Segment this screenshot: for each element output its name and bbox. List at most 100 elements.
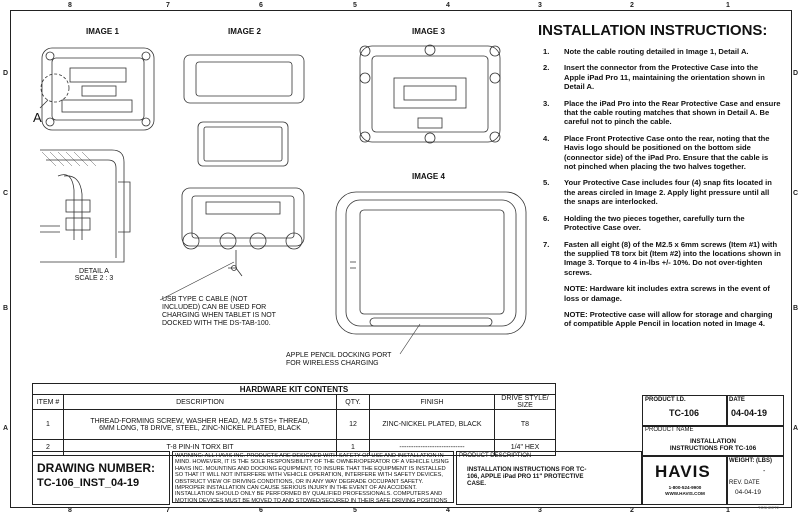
step-number: 5. (543, 178, 550, 188)
weight-label: WEIGHT: (LBS) (729, 458, 772, 464)
table-row: 1 THREAD-FORMING SCREW, WASHER HEAD, M2.… (32, 409, 556, 440)
column-header: ITEM # (32, 394, 64, 410)
instruction-note: NOTE: Protective case will allow for sto… (564, 309, 773, 329)
detail-a-drawing (40, 149, 131, 263)
column-header: DESCRIPTION (63, 394, 337, 410)
zone-top-2: 2 (630, 2, 634, 9)
instructions-title: INSTALLATION INSTRUCTIONS: (538, 22, 768, 39)
usb-callout-line: INCLUDED) CAN BE USED FOR (162, 304, 267, 311)
drawing-number: TC-106_INST_04-19 (37, 477, 140, 489)
zone-right-d: D (793, 70, 799, 77)
step-text: Note the cable routing detailed in Image… (564, 47, 749, 56)
safety-warning: WARNING: ALL HAVIS INC. PRODUCTS ARE DES… (172, 451, 454, 503)
image-1-title: IMAGE 1 (86, 27, 119, 36)
sheet-ref: TCSHEET2 (758, 505, 779, 510)
zone-top-3: 3 (538, 2, 542, 9)
instruction-note: NOTE: Hardware kit includes extra screws… (564, 284, 770, 303)
step-text: Insert the connector from the Protective… (564, 63, 765, 92)
step-text: Place the iPad Pro into the Rear Protect… (564, 98, 781, 127)
rev-date-label: REV. DATE (729, 480, 760, 486)
step-number: 1. (543, 47, 550, 56)
image-1-rear-case-drawing (39, 47, 155, 131)
detail-a-scale: SCALE 2 : 3 (74, 275, 114, 282)
instruction-step: 3. Place the iPad Pro into the Rear Prote… (543, 99, 781, 127)
hardware-kit-caption: HARDWARE KIT CONTENTS (32, 383, 556, 395)
image-2-title: IMAGE 2 (228, 27, 261, 36)
date: 04-04-19 (731, 408, 768, 418)
usb-callout-line: DOCKED WITH THE DS-TAB-100. (162, 320, 271, 327)
instruction-step: 2. Insert the connector from the Protecti… (543, 63, 781, 91)
step-text: Fasten all eight (8) of the M2.5 x 6mm s… (564, 239, 781, 277)
step-number: 3. (543, 98, 550, 108)
step-text: Holding the two pieces together, careful… (564, 213, 745, 233)
zone-right-c: C (793, 190, 799, 197)
product-id: TC-106 (669, 408, 700, 418)
zone-right-a: A (793, 425, 799, 432)
zone-left-c: C (3, 190, 9, 197)
product-name-line: INSTRUCTIONS FOR TC-106 (669, 445, 757, 452)
image-3-title: IMAGE 3 (412, 27, 445, 36)
zone-top-8: 8 (68, 2, 72, 9)
drawing-border (10, 10, 792, 508)
drawing-number-label: DRAWING NUMBER: (37, 461, 155, 475)
step-number: 7. (543, 239, 550, 249)
instructions-list: 1. Note the cable routing detailed in Ima… (543, 47, 781, 336)
product-description-label: PRODUCT DESCRIPTION (459, 453, 532, 459)
zone-bottom-1: 1 (726, 507, 730, 514)
zone-top-7: 7 (166, 2, 170, 9)
rev-date: 04-04-19 (735, 489, 762, 496)
zone-top-5: 5 (353, 2, 357, 9)
zone-bottom-6: 6 (259, 507, 263, 514)
product-id-label: PRODUCT I.D. (645, 397, 686, 403)
weight-rev-box: WEIGHT: (LBS) - REV. DATE 04-04-19 (726, 455, 784, 505)
zone-bottom-7: 7 (166, 507, 170, 514)
step-text: Place Front Protective Case onto the rea… (564, 133, 770, 172)
image-4-front-case-drawing (335, 191, 527, 335)
product-name-label: PRODUCT NAME (645, 427, 694, 433)
zone-right-b: B (793, 305, 799, 312)
pencil-port-callout: APPLE PENCIL DOCKING PORT FOR WIRELESS C… (286, 352, 391, 368)
qty-cell: 12 (336, 409, 370, 440)
description-line: THREAD-FORMING SCREW, WASHER HEAD, M2.5 … (90, 417, 310, 425)
step-number: 6. (543, 213, 550, 223)
usb-cable-callout: USB TYPE C CABLE (NOT INCLUDED) CAN BE U… (162, 296, 276, 328)
instruction-step: 5.Your Protective Case includes four (4)… (543, 178, 781, 206)
product-id-box: PRODUCT I.D. TC-106 (642, 395, 728, 427)
pencil-callout-line: APPLE PENCIL DOCKING PORT (286, 352, 392, 359)
pencil-callout-line: FOR WIRELESS CHARGING (286, 360, 379, 367)
zone-top-6: 6 (259, 2, 263, 9)
zone-top-1: 1 (726, 2, 730, 9)
image-3-screw-locations-drawing (359, 44, 501, 144)
drawing-number-box: DRAWING NUMBER: TC-106_INST_04-19 (32, 451, 170, 505)
product-name: INSTALLATION INSTRUCTIONS FOR TC-106 (643, 438, 783, 452)
finish-cell: ZINC-NICKEL PLATED, BLACK (369, 409, 495, 440)
zone-left-a: A (3, 425, 9, 432)
step-number: 2. (543, 63, 550, 73)
date-label: DATE (729, 397, 745, 403)
detail-a-caption: DETAIL A SCALE 2 : 3 (64, 268, 124, 282)
description-cell: THREAD-FORMING SCREW, WASHER HEAD, M2.5 … (63, 409, 337, 440)
date-box: DATE 04-04-19 (726, 395, 784, 427)
zone-bottom-4: 4 (446, 507, 450, 514)
drive-cell: T8 (494, 409, 556, 440)
column-header: FINISH (369, 394, 495, 410)
item-cell: 1 (32, 409, 64, 440)
zone-left-d: D (3, 70, 9, 77)
column-header: DRIVE STYLE/ SIZE (494, 394, 556, 410)
zone-bottom-8: 8 (68, 507, 72, 514)
product-name-line: INSTALLATION (690, 438, 736, 445)
instruction-step: 6. Holding the two pieces together, caref… (543, 214, 781, 233)
image-2-exploded-view-drawing (181, 54, 305, 277)
zone-bottom-2: 2 (630, 507, 634, 514)
weight-value: - (763, 468, 766, 475)
usb-callout-line: CHARGING WHEN TABLET IS NOT (162, 312, 276, 319)
hardware-kit-table: HARDWARE KIT CONTENTS ITEM # DESCRIPTION… (32, 383, 556, 456)
detail-marker: A (33, 110, 42, 125)
zone-bottom-5: 5 (353, 507, 357, 514)
image-4-title: IMAGE 4 (412, 172, 445, 181)
zone-bottom-3: 3 (538, 507, 542, 514)
havis-website: WWW.HAVIS.COM (665, 491, 705, 496)
product-description-box: PRODUCT DESCRIPTION INSTALLATION INSTRUC… (456, 451, 642, 505)
havis-logo: HAVIS (655, 462, 711, 481)
